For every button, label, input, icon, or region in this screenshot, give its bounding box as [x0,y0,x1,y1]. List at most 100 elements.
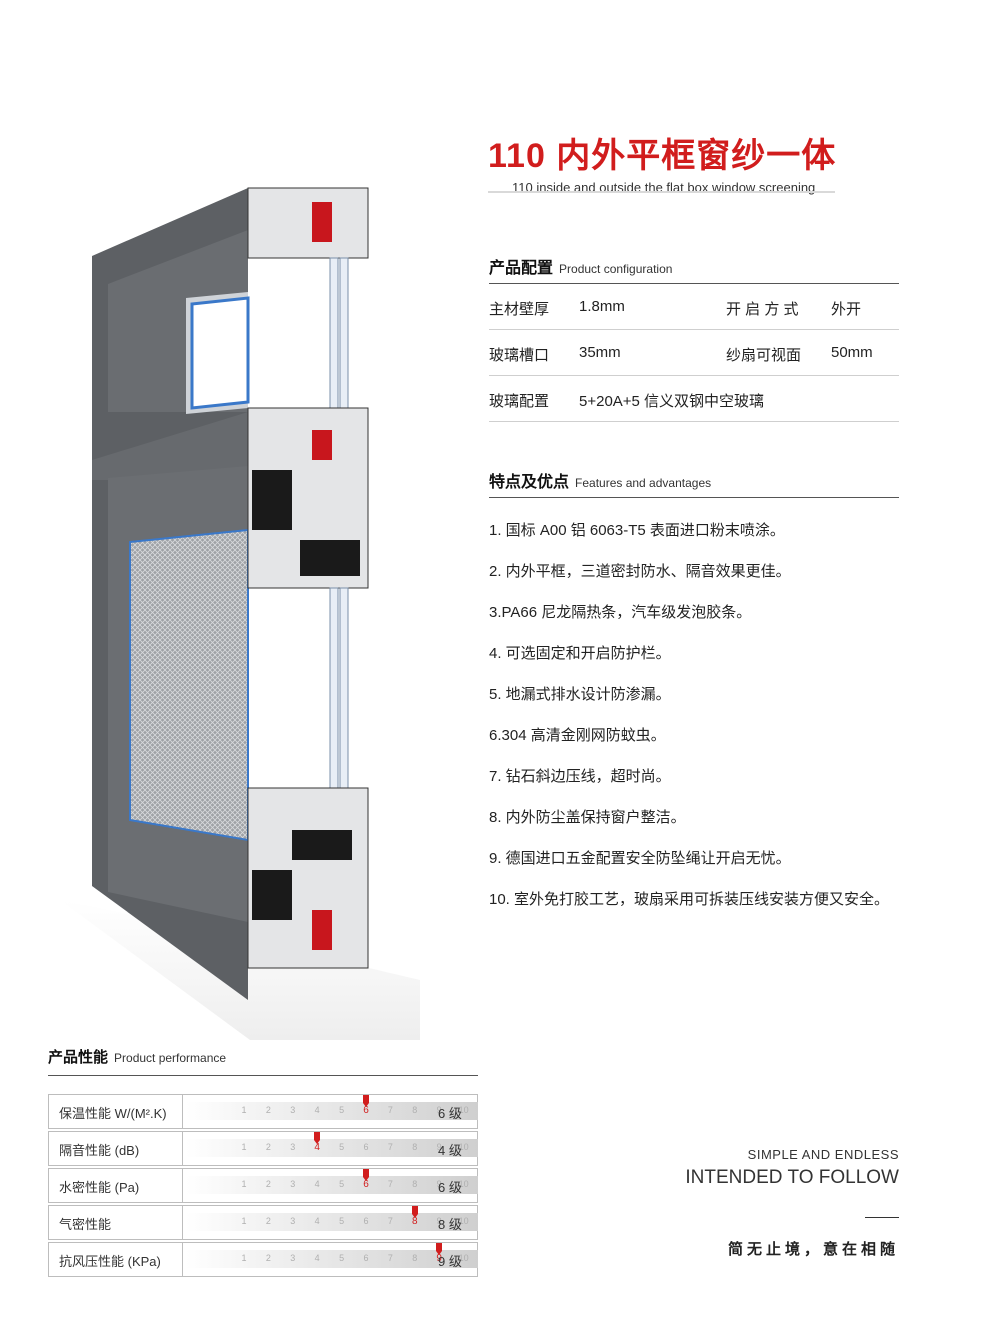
performance-label: 气密性能 [59,1217,112,1232]
performance-label: 抗风压性能 (KPa) [59,1254,161,1269]
scale-tick-label: 4 [314,1142,320,1153]
config-label: 纱扇可视面 [726,347,802,364]
scale-tick-label: 7 [387,1253,393,1263]
level-marker [411,1206,418,1218]
scale-tick-label: 1 [241,1179,247,1189]
scale-tick-label: 3 [290,1142,296,1152]
config-row-rule [489,329,899,330]
scale-tick-label: 8 [412,1216,418,1227]
performance-divider [182,1132,183,1165]
performance-divider [182,1243,183,1276]
performance-divider [182,1206,183,1239]
scale-tick-label: 1 [241,1253,247,1263]
scale-tick-label: 1 [241,1142,247,1152]
scale-tick-label: 3 [290,1179,296,1189]
scale-tick-label: 9 [436,1179,442,1189]
scale-tick-label: 2 [265,1105,271,1115]
config-heading: 产品配置 Product configuration [489,254,672,278]
config-label: 主材壁厚 [489,301,550,318]
config-label: 玻璃槽口 [489,347,550,364]
performance-divider [182,1169,183,1202]
config-value: 35mm [579,344,621,361]
scale-tick-label: 5 [339,1179,345,1189]
scale-tick-label: 2 [265,1253,271,1263]
scale-tick-label: 9 [436,1142,442,1152]
scale-tick-label: 9 [436,1253,442,1264]
config-row-rule [489,375,899,376]
feature-item: 5. 地漏式排水设计防渗漏。 [489,686,671,703]
feature-item: 7. 钻石斜边压线，超时尚。 [489,768,671,785]
scale-tick-label: 7 [387,1179,393,1189]
scale-tick-label: 4 [314,1216,320,1226]
performance-grade: 4 级 [438,1143,462,1158]
performance-grade: 6 级 [438,1106,462,1121]
scale-tick-label: 10 [458,1216,469,1226]
slogan-divider [865,1217,899,1218]
slogan-english-large: INTENDED TO FOLLOW [685,1167,899,1188]
scale-tick-label: 10 [458,1179,469,1189]
scale-tick-label: 3 [290,1253,296,1263]
scale-tick-label: 6 [363,1105,369,1116]
performance-label: 隔音性能 (dB) [59,1143,140,1158]
config-value: 1.8mm [579,298,625,315]
scale-tick-label: 5 [339,1216,345,1226]
scale-tick-label: 8 [412,1253,418,1263]
scale-tick-label: 4 [314,1179,320,1189]
feature-item: 3.PA66 尼龙隔热条，汽车级发泡胶条。 [489,604,752,621]
feature-item: 8. 内外防尘盖保持窗户整洁。 [489,809,686,826]
level-marker [363,1169,369,1181]
scale-tick-label: 7 [387,1216,393,1226]
scale-tick-label: 9 [436,1105,442,1115]
scale-tick-label: 8 [412,1142,418,1152]
performance-grade: 8 级 [438,1217,462,1232]
scale-tick-label: 10 [458,1142,469,1152]
scale-tick-label: 2 [265,1216,271,1226]
config-value: 外开 [831,301,862,318]
slogan-chinese: 简无止境，意在相随 [727,1241,899,1258]
config-heading-cn: 产品配置 [489,260,554,277]
performance-label: 水密性能 (Pa) [59,1180,140,1195]
config-label: 开 启 方 式 [726,301,799,318]
scale-tick-label: 2 [265,1179,271,1189]
feature-item: 9. 德国进口五金配置安全防坠绳让开启无忧。 [489,850,791,867]
performance-heading: 产品性能 Product performance [48,1046,226,1067]
performance-heading-en: Product performance [114,1051,227,1065]
feature-item: 2. 内外平框，三道密封防水、隔音效果更佳。 [489,563,791,580]
performance-grade: 9 级 [438,1254,462,1269]
scale-tick-label: 1 [241,1105,247,1115]
feature-item: 1. 国标 A00 铝 6063-T5 表面进口粉末喷涂。 [489,522,785,539]
performance-divider [182,1095,183,1128]
scale-tick-label: 5 [339,1253,345,1263]
scale-tick-label: 5 [339,1105,345,1115]
config-label: 玻璃配置 [489,393,550,410]
config-bottom-rule [489,421,899,422]
scale-tick-label: 4 [314,1253,320,1263]
slogan-english-small: SIMPLE AND ENDLESS [747,1147,899,1162]
performance-heading-cn: 产品性能 [48,1049,109,1066]
scale-tick-label: 10 [458,1105,469,1115]
scale-tick-label: 8 [412,1105,418,1115]
scale-tick-label: 9 [436,1216,442,1226]
scale-tick-label: 6 [363,1142,369,1152]
scale-tick-label: 7 [387,1105,393,1115]
config-value: 5+20A+5 信义双钢中空玻璃 [579,393,765,410]
scale-tick-label: 6 [363,1179,369,1190]
level-marker [436,1243,443,1255]
scale-tick-label: 5 [339,1142,345,1152]
level-marker [314,1132,321,1144]
config-heading-en: Product configuration [559,262,673,276]
scale-tick-label: 2 [265,1142,271,1152]
features-heading-cn: 特点及优点 [489,474,570,491]
feature-item: 10. 室外免打胶工艺，玻扇采用可拆装压线安装方便又安全。 [489,891,890,908]
performance-grade: 6 级 [438,1180,462,1195]
